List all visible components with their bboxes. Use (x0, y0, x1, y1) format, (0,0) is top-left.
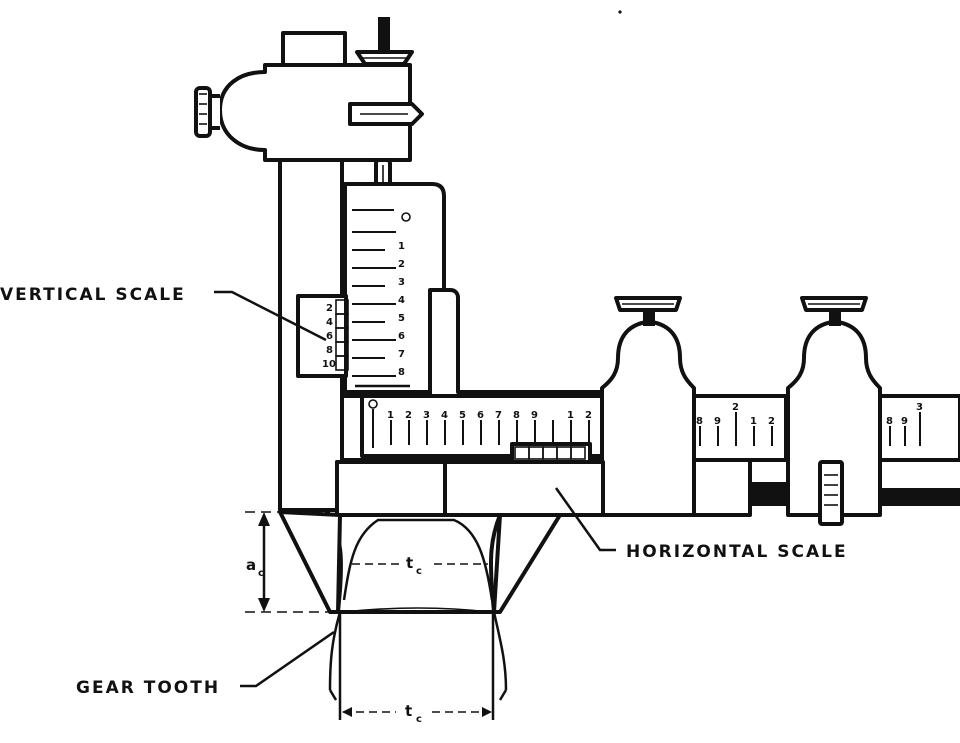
vscale-num-7: 7 (398, 349, 405, 360)
hscale3-major-3: 3 (916, 402, 923, 413)
feed-screw (750, 460, 960, 526)
horizontal-scale-label: HORIZONTAL SCALE (626, 542, 848, 562)
hscale-num-11: 2 (585, 410, 592, 421)
horizontal-scale-leader (554, 487, 616, 552)
hscale2-num-2: 9 (714, 416, 721, 427)
hscale-num-5: 5 (459, 410, 466, 421)
hscale-num-6: 6 (477, 410, 484, 421)
speck (618, 10, 622, 14)
horizontal-scale-segment-3: 8 9 3 (878, 394, 960, 462)
left-jaw (278, 510, 342, 614)
side-clamp-screw (194, 86, 212, 138)
adjust-block (692, 458, 752, 517)
vscale-num-5: 5 (398, 313, 405, 324)
hscale2-num-3: 1 (750, 416, 757, 427)
vscale-num-3: 3 (398, 277, 405, 288)
vvernier-num-4: 8 (326, 345, 333, 356)
right-jaw (492, 513, 562, 614)
slide-right (786, 296, 882, 517)
vscale-num-8: 8 (398, 367, 405, 378)
vscale-num-6: 6 (398, 331, 405, 342)
vvernier-num-5: 10 (322, 359, 336, 370)
vertical-scale-leader (214, 290, 327, 342)
vvernier-num-2: 4 (326, 317, 333, 328)
hscale2-num-1: 8 (696, 416, 703, 427)
top-adjust-screw (355, 17, 414, 66)
hscale2-major-2: 2 (732, 402, 739, 413)
gear-tooth-leader (240, 630, 335, 688)
dim-tc-top-subscript: c (416, 566, 422, 577)
dim-tc-bottom-label: t (405, 702, 412, 720)
vscale-num-2: 2 (398, 259, 405, 270)
vvernier-num-3: 6 (326, 331, 333, 342)
hscale-num-7: 7 (495, 410, 502, 421)
gear-tooth-profile (328, 518, 508, 720)
dim-tc-top-label: t (406, 554, 413, 572)
vscale-num-1: 1 (398, 241, 405, 252)
vertical-vernier: 2 4 6 8 10 (296, 294, 349, 378)
dim-tc-bottom-subscript: c (416, 714, 422, 725)
top-head (208, 31, 412, 162)
vscale-num-4: 4 (398, 295, 405, 306)
hscale3-num-1: 8 (886, 416, 893, 427)
vvernier-num-1: 2 (326, 303, 333, 314)
hscale-num-9: 9 (531, 410, 538, 421)
hscale3-num-2: 9 (901, 416, 908, 427)
hscale-num-3: 3 (423, 410, 430, 421)
hscale2-num-4: 2 (768, 416, 775, 427)
hscale-num-8: 8 (513, 410, 520, 421)
hscale-num-4: 4 (441, 410, 448, 421)
vertical-scale-label: VERTICAL SCALE (0, 285, 186, 305)
addendum-dimension (245, 511, 330, 613)
hscale-num-10: 1 (567, 410, 574, 421)
hscale-num-2: 2 (405, 410, 412, 421)
hscale-num-1: 1 (387, 410, 394, 421)
head-clamp-screw (348, 102, 424, 126)
dim-ac-subscript: c (258, 568, 264, 579)
gear-tooth-label: GEAR TOOTH (76, 678, 220, 698)
dim-ac-label: a (246, 556, 256, 574)
horizontal-scale-segment-2: 8 9 2 1 2 (690, 394, 788, 462)
slide-left (600, 296, 696, 517)
jaw-holder (335, 460, 605, 517)
chordal-thickness-bottom-dimension (342, 707, 492, 717)
